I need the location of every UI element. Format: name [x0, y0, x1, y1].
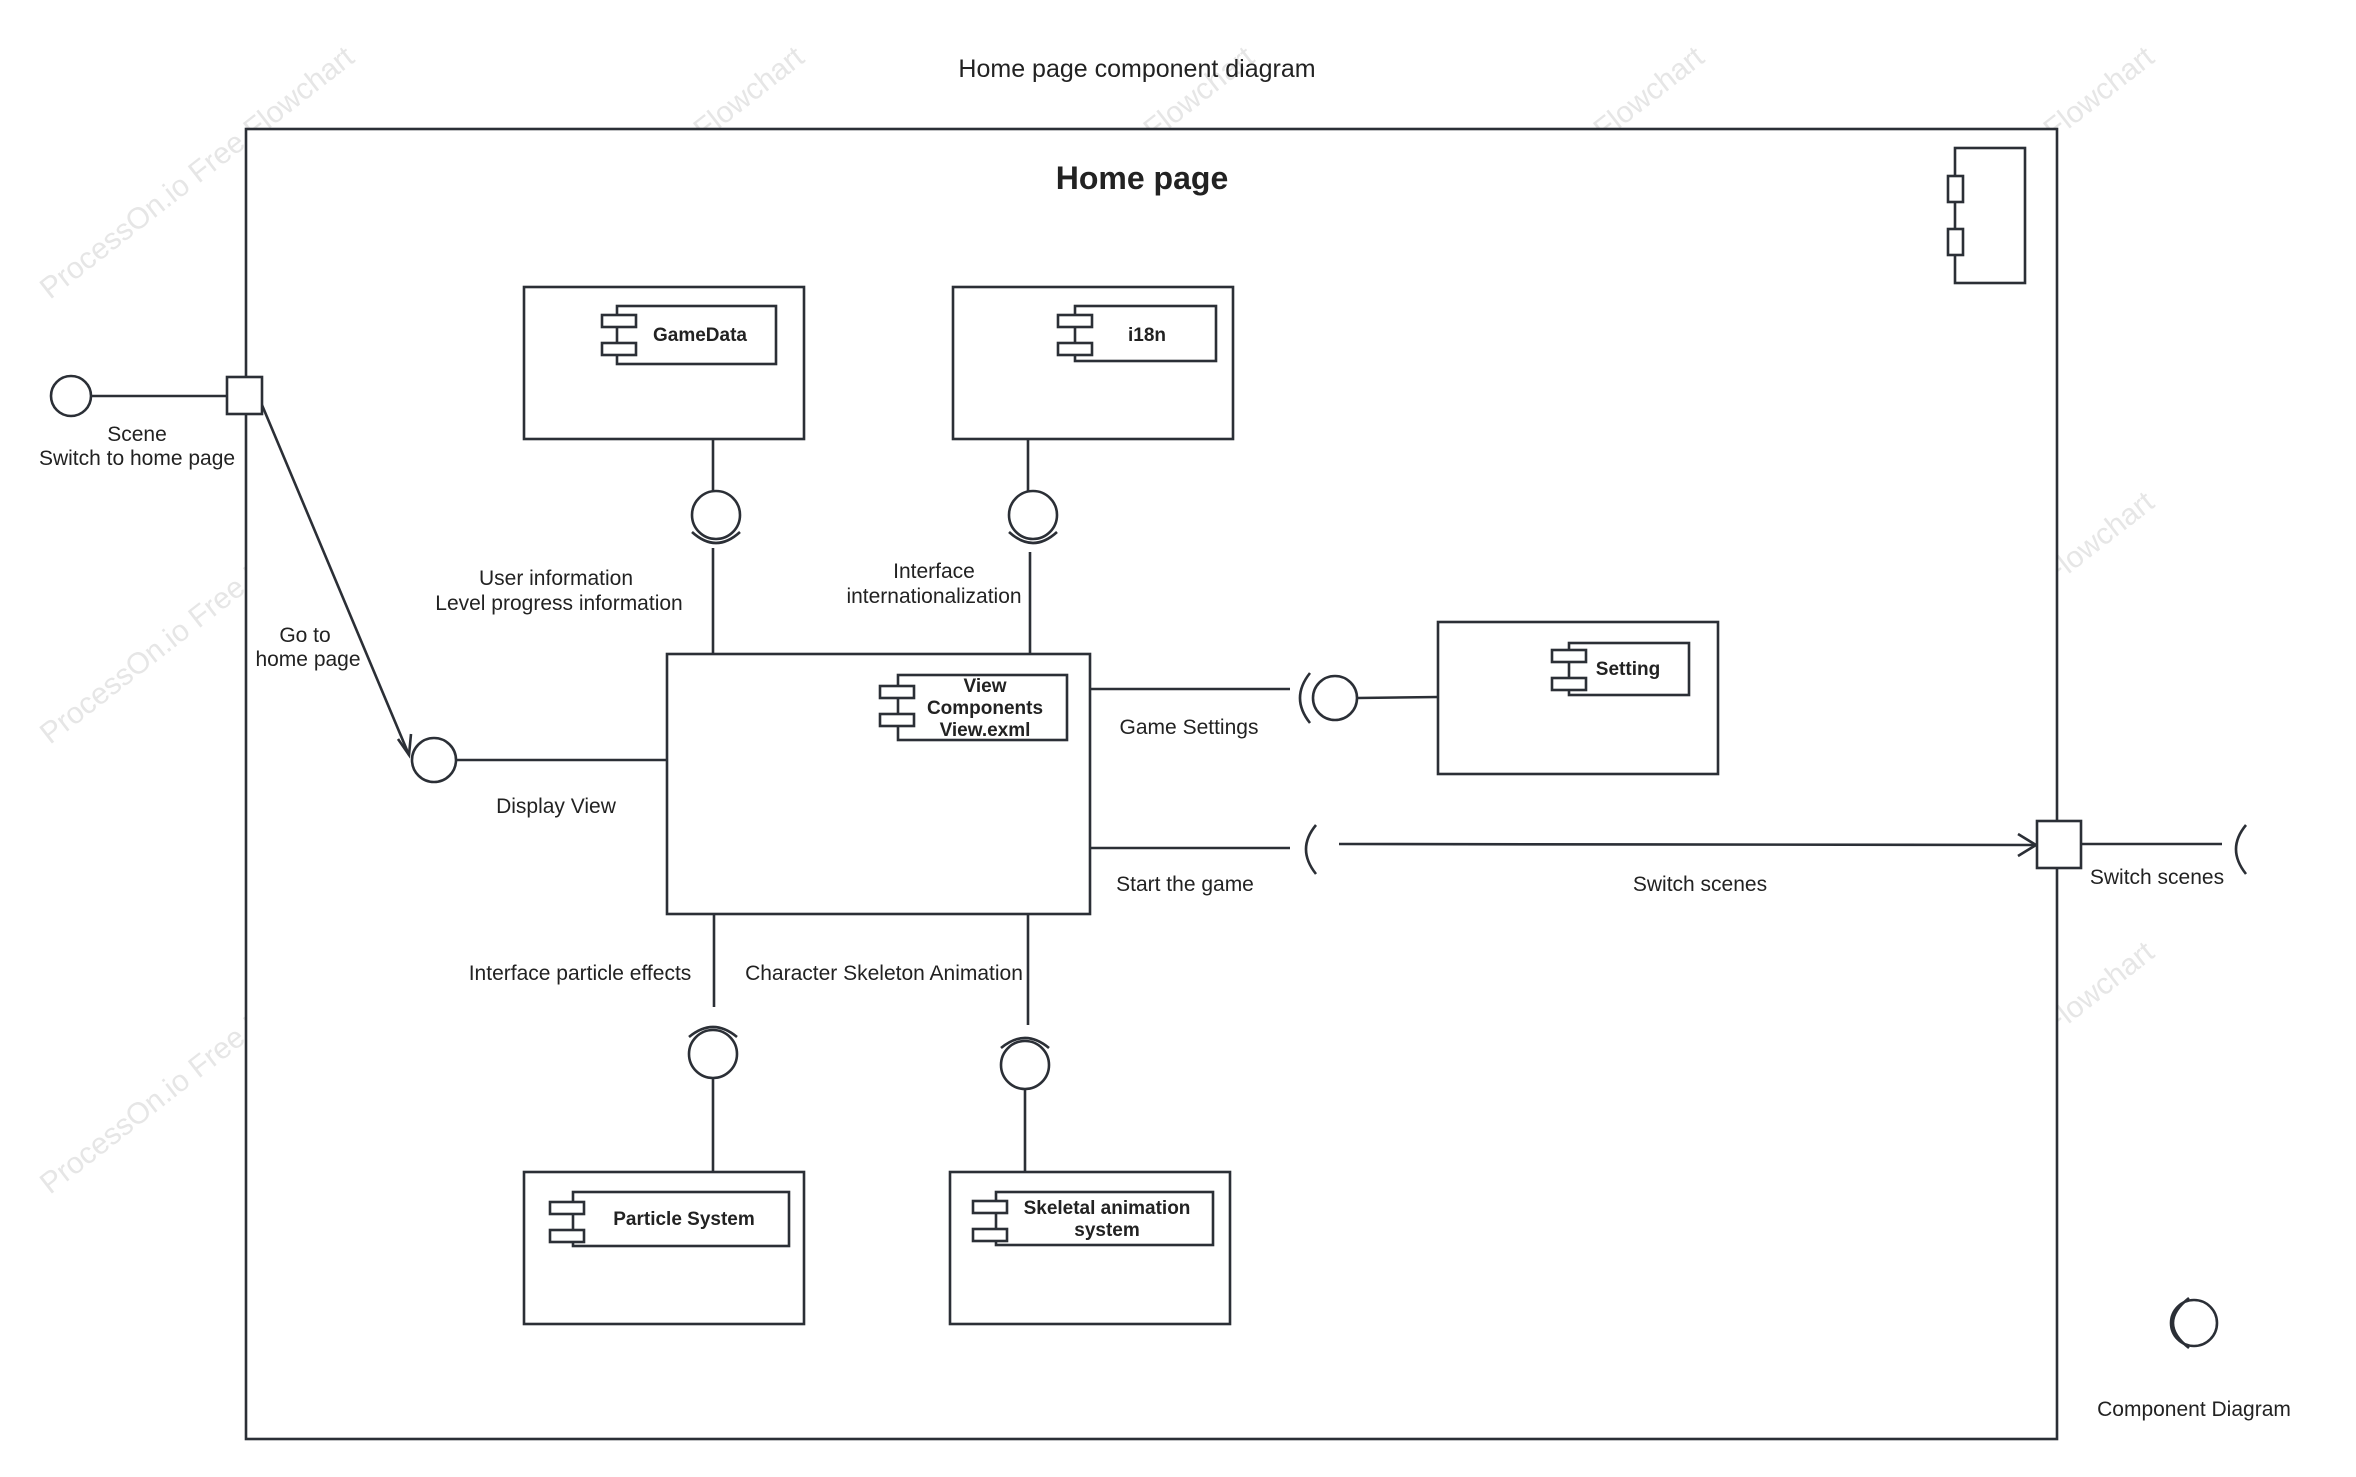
- component-label: GameData: [653, 325, 747, 346]
- interfaces: [49, 374, 2248, 1350]
- switch-scenes-label: Switch scenes: [2090, 866, 2224, 889]
- display-view-label: Display View: [496, 795, 617, 818]
- particle-effects-label: Interface particle effects: [469, 962, 692, 985]
- skeleton-animation-label: Character Skeleton Animation: [745, 962, 1023, 985]
- scene-interface: [49, 374, 93, 418]
- component-icon: [1946, 146, 2027, 285]
- particle-system-component[interactable]: Particle System: [522, 1170, 806, 1326]
- gamedata-component[interactable]: GameData: [522, 285, 806, 441]
- frame-title: Home page: [1056, 160, 1228, 196]
- setting-interface: [1311, 674, 1359, 722]
- i18n-interface: [1007, 489, 1059, 541]
- component-label-line: View: [964, 676, 1007, 697]
- setting-component[interactable]: Setting: [1436, 620, 1720, 776]
- scene-label: Switch to home page: [39, 447, 235, 470]
- skeletal-interface: [999, 1039, 1051, 1091]
- display-view-interface: [410, 736, 458, 784]
- view-component[interactable]: View Components View.exml: [665, 652, 1092, 916]
- component-label: i18n: [1128, 325, 1166, 346]
- start-game-label: Start the game: [1116, 873, 1254, 896]
- user-info-label: User information: [479, 567, 633, 590]
- go-to-home-label: home page: [255, 648, 360, 671]
- switch-scenes-label: Switch scenes: [1633, 873, 1767, 896]
- diagram-title: Home page component diagram: [958, 55, 1315, 83]
- scene-label: Scene: [107, 423, 167, 446]
- interface-i18n-label: internationalization: [846, 585, 1021, 608]
- component-label-line: View.exml: [940, 720, 1031, 741]
- switch-scenes-socket: [2234, 824, 2248, 875]
- component-label-line: Components: [927, 698, 1043, 719]
- component-label: Setting: [1596, 659, 1660, 680]
- particle-interface: [687, 1028, 739, 1080]
- switch-scenes-port[interactable]: [2035, 819, 2083, 870]
- game-settings-label: Game Settings: [1120, 716, 1259, 739]
- go-to-home-label: Go to: [279, 624, 330, 647]
- home-page-input-port[interactable]: [225, 375, 264, 416]
- component-label: Particle System: [613, 1209, 755, 1230]
- user-info-label: Level progress information: [435, 592, 682, 615]
- interface-i18n-label: Interface: [893, 560, 975, 583]
- component-label-line: Skeletal animation: [1024, 1198, 1191, 1219]
- i18n-component[interactable]: i18n: [951, 285, 1235, 441]
- legend-interface: [2169, 1298, 2219, 1348]
- legend-label: Component Diagram: [2097, 1398, 2291, 1421]
- start-game-socket: [1304, 824, 1318, 875]
- component-label-line: system: [1074, 1220, 1140, 1241]
- connectors: [92, 394, 2222, 1172]
- gamedata-interface: [690, 489, 742, 541]
- skeletal-animation-component[interactable]: Skeletal animation system: [948, 1170, 1232, 1326]
